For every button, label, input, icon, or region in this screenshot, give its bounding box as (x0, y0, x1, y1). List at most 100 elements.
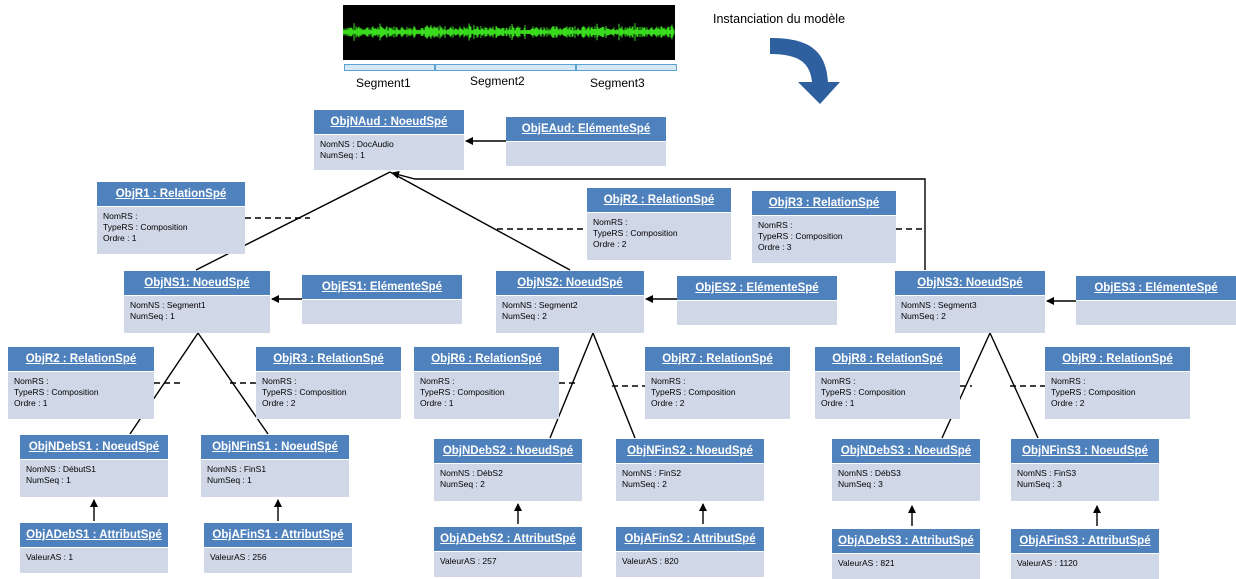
node-title: ObjNDebS3 : NoeudSpé (832, 439, 980, 463)
node-attribute-line: Ordre : 1 (103, 233, 137, 243)
node-attribute-line: Ordre : 1 (821, 398, 855, 408)
node-attribute-line: NomNS : FinS3 (1017, 468, 1077, 478)
node-title: ObjAFinS2 : AttributSpé (616, 527, 764, 551)
node-title: ObjES1: ElémenteSpé (302, 275, 462, 299)
node-attributes: ValeurAS : 257 (434, 551, 582, 577)
edge-naud-ns2 (389, 171, 571, 271)
node-attribute-line: NumSeq : 3 (838, 479, 883, 489)
node-attribute-line: NomNS : DébutS1 (26, 464, 96, 474)
instantiation-caption: Instanciation du modèle (713, 12, 846, 26)
node-attribute-line: TypeRS : Composition (262, 387, 347, 397)
node-title: ObjR3 : RelationSpé (256, 347, 401, 371)
node-attribute-line: NumSeq : 2 (901, 311, 946, 321)
node-attribute-line: NumSeq : 1 (320, 150, 365, 160)
node-attribute-line: Ordre : 2 (262, 398, 296, 408)
node-title: ObjNS2: NoeudSpé (496, 271, 644, 295)
node-attribute-line: NomNS : DébS3 (838, 468, 901, 478)
node-title: ObjNAud : NoeudSpé (314, 110, 464, 134)
node-attribute-line: NomNS : Segment3 (901, 300, 977, 310)
node-attribute-line: ValeurAS : 821 (838, 558, 895, 568)
node-attribute-line: TypeRS : Composition (651, 387, 736, 397)
node-attribute-line: Ordre : 3 (758, 242, 792, 252)
audio-waveform (342, 5, 675, 60)
node-attributes: ValeurAS : 821 (832, 553, 980, 579)
node-attributes: ValeurAS : 256 (204, 547, 352, 573)
node-attribute-line: TypeRS : Composition (821, 387, 906, 397)
node-attribute-line: NumSeq : 2 (502, 311, 547, 321)
node-title: ObjNS1: NoeudSpé (124, 271, 270, 295)
node-attribute-line: NomRS : (14, 376, 49, 386)
node-title: ObjAFinS1 : AttributSpé (204, 523, 352, 547)
node-title: ObjES2 : ElémenteSpé (677, 276, 837, 300)
node-title: ObjEAud: ElémenteSpé (506, 117, 666, 141)
node-objes1: ObjES1: ElémenteSpé (302, 275, 462, 324)
curved-arrow-icon (770, 38, 840, 104)
node-attribute-line: NomNS : DocAudio (320, 139, 394, 149)
node-title: ObjR9 : RelationSpé (1045, 347, 1190, 371)
node-attribute-line: ValeurAS : 256 (210, 552, 267, 562)
node-attributes (1076, 300, 1236, 325)
node-attributes: ValeurAS : 1 (20, 547, 168, 573)
node-title: ObjAFinS3 : AttributSpé (1011, 529, 1159, 553)
node-attribute-line: ValeurAS : 1 (26, 552, 74, 562)
segment-bar-2 (435, 64, 576, 71)
node-attribute-line: ValeurAS : 1120 (1017, 558, 1078, 568)
node-title: ObjNS3: NoeudSpé (895, 271, 1045, 295)
node-attribute-line: NumSeq : 1 (207, 475, 252, 485)
node-title: ObjADebS3 : AttributSpé (832, 529, 980, 553)
node-attribute-line: ValeurAS : 820 (622, 556, 679, 566)
node-attribute-line: TypeRS : Composition (103, 222, 188, 232)
edge-ns3-naud (391, 170, 926, 270)
node-title: ObjADebS1 : AttributSpé (20, 523, 168, 547)
node-attributes: ValeurAS : 820 (616, 551, 764, 577)
node-attribute-line: NomNS : DébS2 (440, 468, 503, 478)
segment-bar-1 (344, 64, 435, 71)
node-attribute-line: NomRS : (651, 376, 686, 386)
node-title: ObjNFinS3 : NoeudSpé (1011, 439, 1159, 463)
node-title: ObjNDebS1 : NoeudSpé (20, 435, 168, 459)
node-title: ObjR2 : RelationSpé (587, 188, 731, 212)
node-attribute-line: NomNS : Segment1 (130, 300, 206, 310)
node-title: ObjR1 : RelationSpé (97, 182, 245, 206)
node-attributes: ValeurAS : 1120 (1011, 553, 1159, 579)
node-attributes (302, 299, 462, 324)
node-attribute-line: NomNS : FinS1 (207, 464, 267, 474)
node-title: ObjR6 : RelationSpé (414, 347, 559, 371)
node-title: ObjNDebS2 : NoeudSpé (434, 439, 582, 463)
node-attribute-line: NomNS : Segment2 (502, 300, 578, 310)
segment-label-3: Segment3 (590, 76, 645, 90)
node-attribute-line: NomRS : (420, 376, 455, 386)
node-attribute-line: TypeRS : Composition (14, 387, 99, 397)
